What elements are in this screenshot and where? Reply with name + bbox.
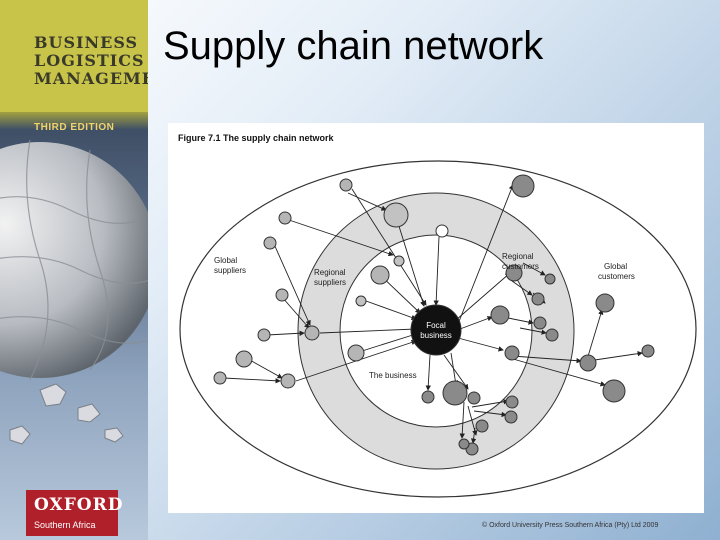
node: [355, 295, 367, 307]
label-global-customers-2: customers: [598, 272, 635, 281]
network-nodes: [213, 174, 655, 456]
node: [595, 293, 615, 313]
book-title-line-3: MANAGEMENT: [34, 69, 148, 88]
figure-caption: Figure 7.1 The supply chain network: [178, 133, 335, 143]
node: [504, 410, 518, 424]
diagram-labels: Global suppliers Regional suppliers Regi…: [214, 252, 635, 380]
label-global-suppliers-2: suppliers: [214, 266, 246, 275]
node: [511, 174, 535, 198]
node: [263, 236, 277, 250]
label-regional-suppliers-2: suppliers: [314, 278, 346, 287]
node: [435, 224, 449, 238]
node: [475, 419, 489, 433]
node: [641, 344, 655, 358]
label-global-customers: Global: [604, 262, 627, 271]
publisher-logo-box: [26, 490, 118, 536]
node: [490, 305, 510, 325]
supply-chain-figure: Figure 7.1 The supply chain network: [168, 123, 704, 513]
focal-labels: Focal business: [420, 321, 452, 340]
focal-business-node: [410, 304, 462, 356]
node: [504, 345, 520, 361]
label-the-business: The business: [369, 371, 417, 380]
publisher-logo: OXFORD: [34, 495, 124, 515]
network-edges: [223, 184, 643, 444]
node: [579, 354, 597, 372]
book-title-line-1: BUSINESS: [34, 33, 139, 52]
node: [235, 350, 253, 368]
label-focal-business: business: [420, 331, 452, 340]
node: [275, 288, 289, 302]
label-regional-suppliers: Regional: [314, 268, 346, 277]
label-regional-customers-2: customers: [502, 262, 539, 271]
node: [442, 380, 468, 406]
book-edition: THIRD EDITION: [34, 122, 115, 133]
node: [304, 325, 320, 341]
puzzle-globe-image: [0, 140, 148, 445]
publisher-subtitle: Southern Africa: [34, 520, 96, 530]
book-title-box: [0, 0, 148, 112]
node: [505, 395, 519, 409]
node: [458, 438, 470, 450]
node: [533, 316, 547, 330]
node: [531, 292, 545, 306]
label-focal: Focal: [426, 321, 446, 330]
label-regional-customers: Regional: [502, 252, 534, 261]
node: [347, 344, 365, 362]
label-global-suppliers: Global: [214, 256, 237, 265]
book-cover: BUSINESS LOGISTICS MANAGEMENT THIRD EDIT…: [0, 0, 148, 540]
book-title-line-2: LOGISTICS: [34, 51, 145, 70]
node: [544, 273, 556, 285]
node: [339, 178, 353, 192]
node: [370, 265, 390, 285]
node: [545, 328, 559, 342]
node: [383, 202, 409, 228]
node: [467, 391, 481, 405]
copyright-notice: © Oxford University Press Southern Afric…: [482, 522, 659, 529]
node: [393, 255, 405, 267]
node: [505, 264, 523, 282]
supply-chain-network-diagram: Figure 7.1 The supply chain network: [178, 133, 697, 498]
node: [602, 379, 626, 403]
node: [257, 328, 271, 342]
node: [278, 211, 292, 225]
node: [421, 390, 435, 404]
slide-title: Supply chain network: [163, 24, 544, 68]
node: [213, 371, 227, 385]
node: [280, 373, 296, 389]
